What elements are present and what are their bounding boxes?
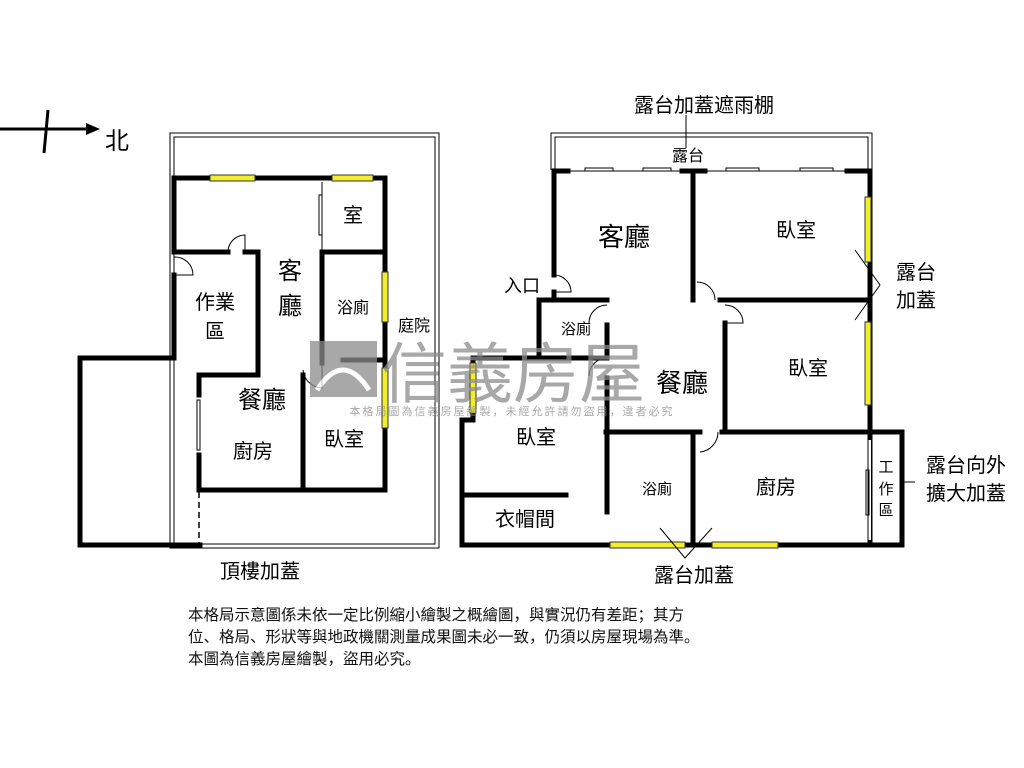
north-label: 北 <box>105 127 129 155</box>
closet-label: 衣帽間 <box>495 507 555 531</box>
work-area-label-3: 區 <box>878 501 893 519</box>
bathroom-2-label: 浴廁 <box>642 480 672 498</box>
yard-label: 庭院 <box>398 316 430 335</box>
balcony-out-label-2: 擴大加蓋 <box>926 481 1006 505</box>
watermark: 信義房屋 本格局圖為信義房屋繪製，未經允許請勿盜用，違者必究 <box>310 336 675 418</box>
left-plan <box>77 132 440 549</box>
work-area-label-2: 作 <box>878 480 893 498</box>
balcony-addition-label: 露台加蓋 <box>654 563 734 587</box>
living-room-label-2: 廳 <box>278 292 302 320</box>
bedroom-2-label: 臥室 <box>788 356 828 380</box>
bathroom-1-label: 浴廁 <box>561 320 591 338</box>
kitchen-label: 廚房 <box>233 439 273 463</box>
watermark-brand: 信義房屋 <box>381 336 645 413</box>
balcony-ext-label-1: 露台 <box>896 260 936 284</box>
bedroom-1-label: 臥室 <box>776 218 816 242</box>
dining-room-label: 餐廳 <box>656 369 708 399</box>
living-room-label-1: 客 <box>278 257 302 285</box>
rooftop-addition-caption: 頂樓加蓋 <box>220 559 300 583</box>
disclaimer-line-3: 本圖為信義房屋繪製，盜用必究。 <box>188 650 421 668</box>
entrance-label: 入口 <box>504 276 540 297</box>
disclaimer-line-2: 位、格局、形狀等與地政機關測量成果圖未必一致，仍須以房屋現場為準。 <box>188 628 700 646</box>
balcony-out-label-1: 露台向外 <box>926 453 1006 477</box>
right-plan <box>459 115 915 559</box>
living-room-label: 客廳 <box>598 223 650 253</box>
bedroom-3-label: 臥室 <box>516 425 556 449</box>
work-area-label-2: 區 <box>205 319 225 343</box>
disclaimer-line-1: 本格局示意圖係未依一定比例縮小繪製之概繪圖，與實況仍有差距；其方 <box>188 606 685 624</box>
canopy-label: 露台加蓋遮雨棚 <box>634 93 774 117</box>
dining-room-label: 餐廳 <box>238 386 286 414</box>
work-area-label-1: 作業 <box>195 290 235 314</box>
watermark-notice: 本格局圖為信義房屋繪製，未經允許請勿盜用，違者必究 <box>350 404 675 418</box>
balcony-label: 露台 <box>672 146 704 165</box>
room-label: 室 <box>343 203 363 227</box>
north-arrow-icon <box>0 109 100 154</box>
bathroom-label: 浴廁 <box>337 298 369 317</box>
disclaimer: 本格局示意圖係未依一定比例縮小繪製之概繪圖，與實況仍有差距；其方 位、格局、形狀… <box>188 604 838 670</box>
bedroom-label: 臥室 <box>324 427 364 451</box>
work-area-label-1: 工 <box>878 458 893 476</box>
kitchen-label: 廚房 <box>756 475 796 499</box>
balcony-ext-label-2: 加蓋 <box>896 288 936 312</box>
